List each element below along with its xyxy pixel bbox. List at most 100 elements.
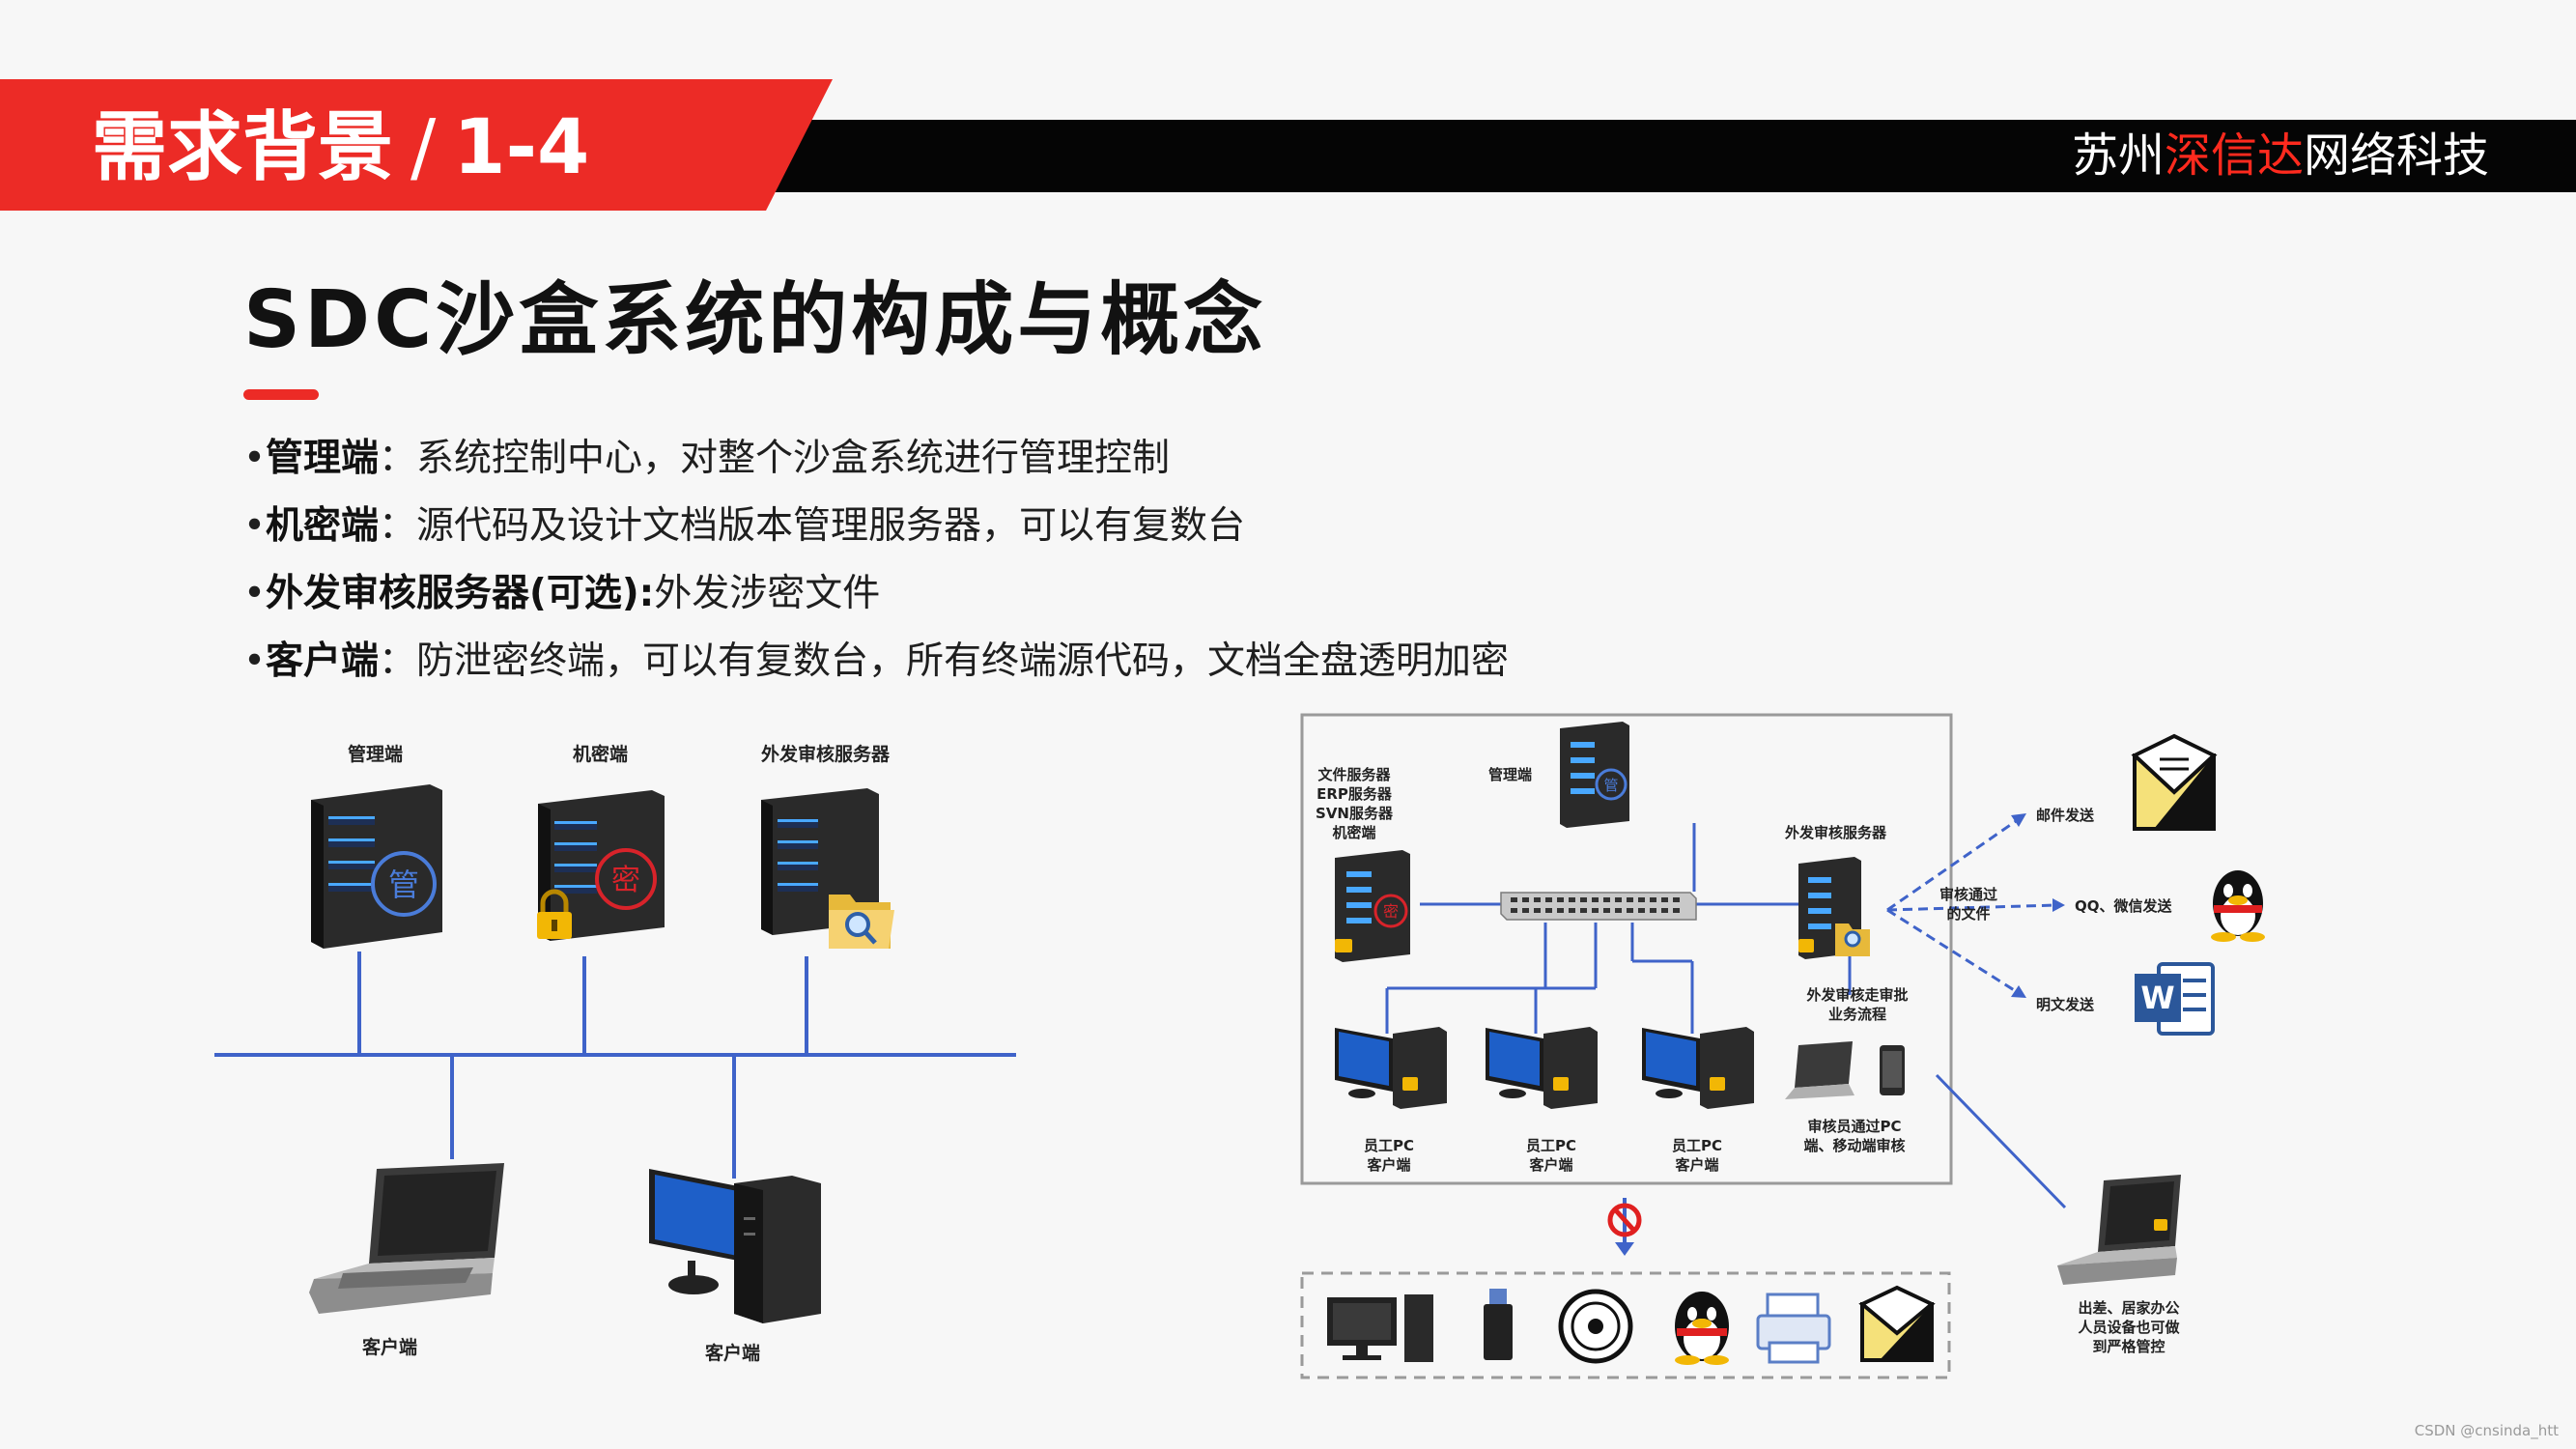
approved-files-line: 审核通过 [1939, 886, 1997, 903]
bullet-term: 管理端 [266, 437, 380, 480]
bullet-desc: 外发涉密文件 [654, 572, 881, 615]
admin-label: 管理端 [348, 744, 404, 765]
pc-label: 员工PC 客户端 [1517, 1136, 1585, 1175]
email-send-label: 邮件发送 [2036, 807, 2095, 824]
page-title: SDC沙盒系统的构成与概念 [243, 274, 1267, 366]
approved-files-line: 的文件 [1946, 905, 1991, 923]
bullet-sep: ： [379, 639, 417, 683]
file-server-line: 机密端 [1332, 824, 1376, 841]
network-lines [214, 952, 1016, 1179]
audit-server-label: 外发审核服务器 [1785, 824, 1887, 841]
blocked-transfer-icon [1607, 1198, 1642, 1256]
audit-server-icon [761, 788, 894, 949]
secret-server-icon: 密 [537, 790, 665, 941]
remote-line: 到严格管控 [2092, 1338, 2166, 1355]
output-arrows [1886, 817, 2058, 995]
approver-laptop-icon [1785, 1041, 1854, 1099]
pc-label-line: 客户端 [1675, 1156, 1719, 1174]
mobile-phone-icon [1880, 1045, 1905, 1095]
bullet-sep: ： [379, 437, 417, 480]
slash-divider: / [410, 104, 437, 191]
blocked-devices-frame [1300, 1271, 1951, 1379]
email-icon [1858, 1285, 1936, 1362]
remote-laptop-icon [2057, 1175, 2181, 1285]
remote-line: 出差、居家办公 [2078, 1299, 2180, 1317]
approver-line: 端、移动端审核 [1803, 1137, 1906, 1154]
bullet-item: •机密端：源代码及设计文档版本管理服务器，可以有复数台 [243, 504, 1246, 548]
bullet-item: •外发审核服务器(可选):外发涉密文件 [243, 572, 881, 615]
disc-icon [1558, 1289, 1633, 1364]
bullet-desc: 防泄密终端，可以有复数台，所有终端源代码，文档全盘透明加密 [416, 639, 1510, 683]
admin-server-icon: 管 [311, 784, 442, 949]
employee-pc-icon [1335, 1027, 1447, 1109]
bullet-item: •管理端：系统控制中心，对整个沙盒系统进行管理控制 [243, 437, 1171, 480]
left-network-diagram: 管 密 [214, 784, 1016, 1323]
bullet-list: •管理端：系统控制中心，对整个沙盒系统进行管理控制 •机密端：源代码及设计文档版… [243, 425, 1509, 696]
word-document-icon: W [2135, 962, 2215, 1036]
usb-drive-icon [1484, 1289, 1513, 1360]
admin-glyph: 管 [388, 867, 419, 903]
secret-server-icon: 密 [1335, 850, 1410, 962]
monitor-icon [1327, 1294, 1433, 1362]
remote-work-label: 出差、居家办公 人员设备也可做 到严格管控 [2067, 1298, 2191, 1356]
title-underline [243, 389, 319, 400]
remote-line: 人员设备也可做 [2078, 1319, 2180, 1336]
admin-label: 管理端 [1488, 766, 1533, 783]
watermark: CSDN @cnsinda_htt [2414, 1422, 2559, 1439]
header-bar [753, 120, 2576, 192]
secret-label: 机密端 [573, 744, 629, 765]
audit-flow-line: 外发审核走审批 [1806, 986, 1909, 1004]
approver-label: 审核员通过PC 端、移动端审核 [1798, 1117, 1911, 1155]
pc-label-line: 员工PC [1671, 1137, 1722, 1154]
company-highlight: 深信达 [2164, 128, 2304, 183]
file-server-line: SVN服务器 [1316, 805, 1393, 822]
pc-label-line: 员工PC [1363, 1137, 1414, 1154]
plain-send-label: 明文发送 [2036, 996, 2095, 1013]
file-server-line: 文件服务器 [1317, 766, 1391, 783]
right-network-diagram: 管 密 [1300, 713, 2265, 1379]
desktop-computer-icon [649, 1169, 821, 1323]
audit-server-label: 外发审核服务器 [761, 744, 891, 765]
bullet-term: 机密端 [266, 504, 380, 548]
admin-glyph: 管 [1603, 777, 1618, 794]
company-suffix: 网络科技 [2303, 128, 2489, 183]
file-server-line: ERP服务器 [1316, 785, 1392, 803]
qq-penguin-icon [1675, 1292, 1729, 1365]
bullet-term: 客户端 [266, 639, 380, 683]
client-laptop-label: 客户端 [362, 1337, 418, 1358]
approved-files-label: 审核通过 的文件 [1930, 885, 2007, 923]
secret-glyph: 密 [611, 864, 640, 897]
secret-glyph: 密 [1383, 902, 1399, 921]
bullet-desc: 系统控制中心，对整个沙盒系统进行管理控制 [416, 437, 1171, 480]
pc-label-line: 员工PC [1525, 1137, 1576, 1154]
laptop-icon [309, 1163, 504, 1314]
audit-flow-label: 外发审核走审批 业务流程 [1804, 985, 1911, 1024]
network-lines [1385, 823, 2067, 1209]
pc-label: 员工PC 客户端 [1355, 1136, 1423, 1175]
bullet-desc: 源代码及设计文档版本管理服务器，可以有复数台 [416, 504, 1246, 548]
pc-label-line: 客户端 [1367, 1156, 1411, 1174]
section-title: 需求背景 [92, 104, 394, 191]
bullet-term: 外发审核服务器(可选): [266, 572, 655, 615]
network-frame [1300, 713, 1953, 1185]
file-servers-label: 文件服务器 ERP服务器 SVN服务器 机密端 [1316, 765, 1393, 842]
email-icon [2131, 733, 2218, 831]
section-banner [0, 79, 833, 211]
bullet-item: •客户端：防泄密终端，可以有复数台，所有终端源代码，文档全盘透明加密 [243, 639, 1510, 683]
lock-icon [537, 889, 572, 939]
folder-search-icon [829, 895, 894, 949]
employee-pc-icon [1486, 1027, 1598, 1109]
approver-line: 审核员通过PC [1807, 1118, 1902, 1135]
qq-send-label: QQ、微信发送 [2075, 897, 2172, 915]
client-desktop-label: 客户端 [705, 1343, 761, 1364]
pc-label-line: 客户端 [1529, 1156, 1573, 1174]
audit-server-icon [1798, 857, 1870, 959]
employee-pc-icon [1642, 1027, 1754, 1109]
company-name: 苏州深信达网络科技 [2072, 124, 2489, 187]
company-prefix: 苏州 [2071, 128, 2165, 183]
qq-penguin-icon [2211, 870, 2265, 942]
printer-icon [1756, 1293, 1831, 1364]
bullet-sep: ： [379, 504, 417, 548]
section-number: 1-4 [453, 104, 590, 191]
pc-label: 员工PC 客户端 [1663, 1136, 1731, 1175]
